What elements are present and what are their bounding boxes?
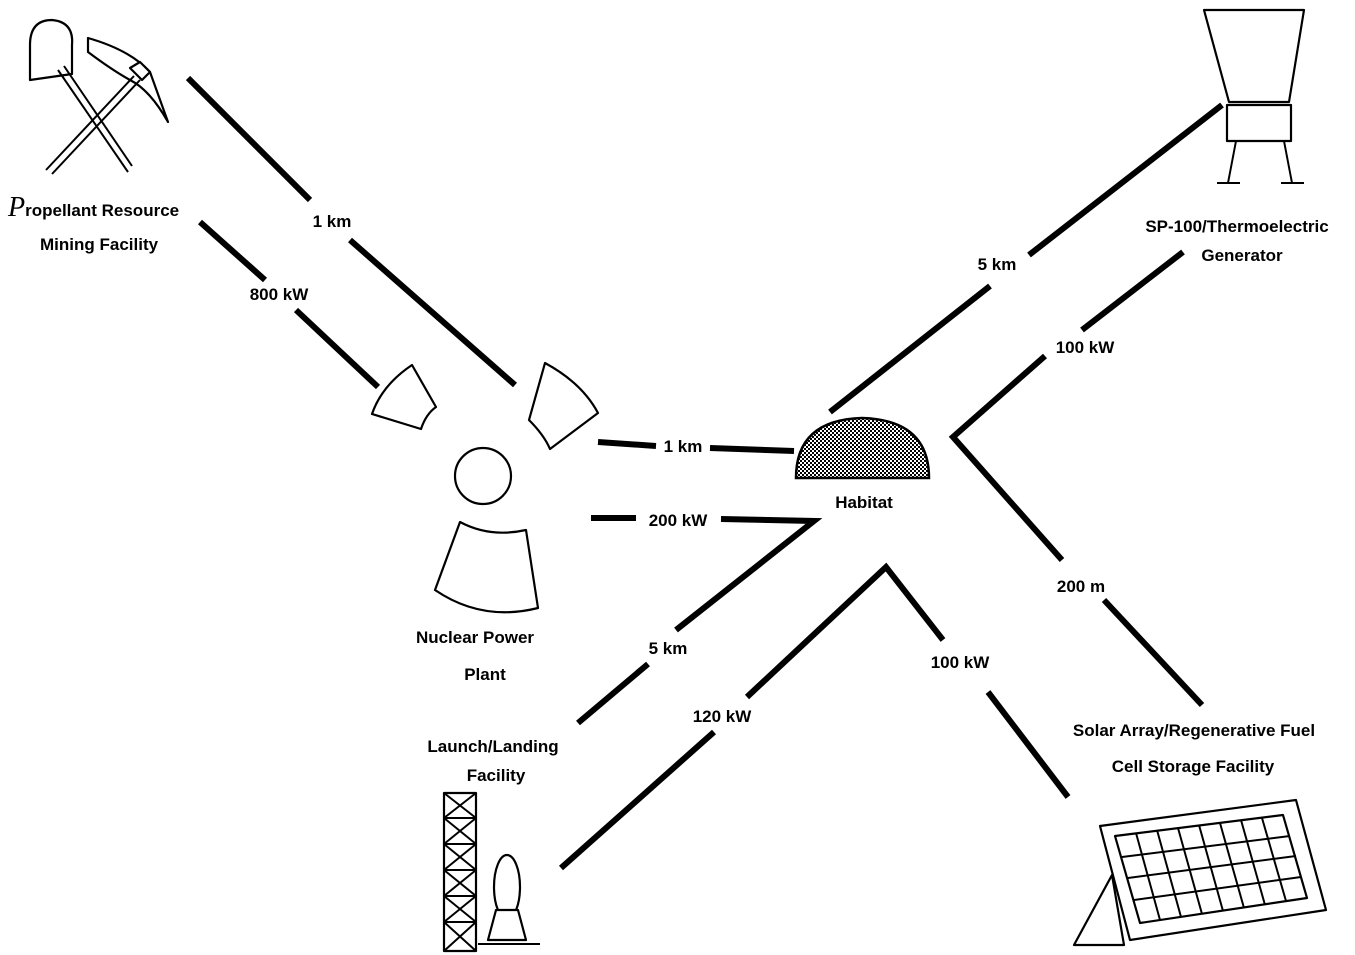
nuclear-habitat-power-label: 200 kW [649, 511, 709, 530]
nuclear-label-line2: Plant [464, 665, 506, 684]
launch-label-line1: Launch/Landing [427, 737, 558, 756]
solar-label-line1: Solar Array/Regenerative Fuel [1073, 721, 1315, 740]
line-habitat-sp100-power-a [1082, 252, 1183, 330]
connection-lines [188, 78, 1222, 868]
habitat-label: Habitat [835, 493, 893, 512]
line-mining-nuclear-power-b [296, 310, 378, 387]
habitat-launch-power-label: 120 kW [693, 707, 753, 726]
solar-panel-icon [1074, 800, 1326, 945]
nuclear-habitat-distance-label: 1 km [664, 437, 703, 456]
line-nuclear-habitat-distance-a [598, 442, 656, 446]
mining-label-line2: Mining Facility [40, 235, 159, 254]
line-nuclear-habitat-distance-b [710, 448, 794, 451]
habitat-sp100-distance-label: 5 km [978, 255, 1017, 274]
line-habitat-solar-distance-b [1104, 600, 1202, 705]
solar-label-line2: Cell Storage Facility [1112, 757, 1275, 776]
dome-icon [796, 418, 929, 478]
habitat-solar-distance-label: 200 m [1057, 577, 1105, 596]
line-habitat-sp100-distance-a [830, 286, 990, 412]
habitat-sp100-power-label: 100 kW [1056, 338, 1116, 357]
habitat-launch-distance-label: 5 km [649, 639, 688, 658]
sp100-label-line2: Generator [1201, 246, 1283, 265]
launch-label-line2: Facility [467, 766, 526, 785]
line-habitat-launch-power-a [747, 567, 943, 697]
line-nuclear-habitat-power-b [676, 519, 814, 630]
habitat-solar-power-label: 100 kW [931, 653, 991, 672]
line-habitat-sp100-power-b [953, 356, 1062, 560]
line-mining-nuclear-power-a [200, 222, 265, 280]
reactor-radiator-icon [1204, 10, 1304, 183]
sp100-label-line1: SP-100/Thermoelectric [1145, 217, 1328, 236]
line-habitat-launch-power-b [561, 732, 714, 868]
mining-nuclear-power-label: 800 kW [250, 285, 310, 304]
line-habitat-launch-distance-b [578, 664, 648, 723]
shovel-pickaxe-icon [30, 20, 168, 174]
mining-nuclear-distance-label: 1 km [313, 212, 352, 231]
mining-label-line1: Propellant Resource [7, 192, 179, 223]
launch-tower-rocket-icon [444, 793, 540, 951]
node-labels: Propellant Resource Mining Facility Nucl… [7, 192, 1329, 785]
line-mining-nuclear-distance-b [350, 240, 515, 385]
line-habitat-solar-power-b [988, 692, 1068, 797]
line-mining-nuclear-distance-a [188, 78, 310, 200]
radiation-trefoil-icon [372, 363, 598, 612]
nuclear-label-line1: Nuclear Power [416, 628, 534, 647]
